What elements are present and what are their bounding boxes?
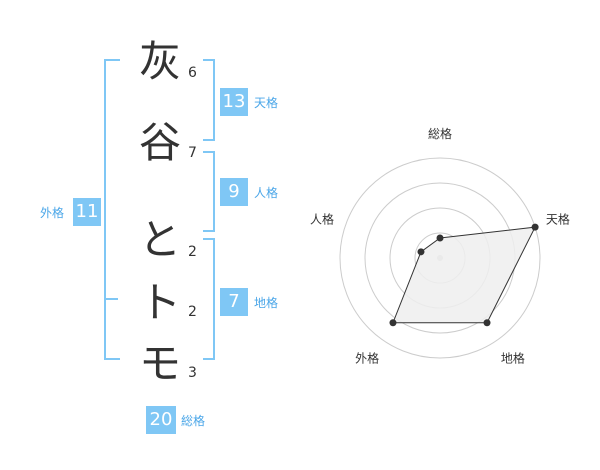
gaikaku-value: 11 [73, 198, 101, 226]
name-char-1: 灰 [138, 37, 181, 86]
radar-point [531, 223, 539, 231]
radar-point [389, 319, 397, 327]
radar-area [392, 226, 536, 324]
radar-grid-ring [339, 157, 541, 359]
tenkaku-bracket [203, 59, 215, 141]
radar-point [436, 234, 444, 242]
radar-point [483, 319, 491, 327]
jinkaku-value: 9 [220, 178, 248, 206]
gaikaku-bracket-mid [104, 298, 118, 300]
soukaku-value: 20 [146, 406, 176, 434]
chikaku-bracket [203, 238, 215, 360]
radar-axis-label: 地格 [501, 350, 525, 365]
stroke-count-5: 3 [188, 365, 197, 381]
stroke-count-1: 6 [188, 65, 197, 81]
chikaku-label: 地格 [254, 296, 279, 310]
radar-axis-label: 外格 [355, 350, 379, 365]
jinkaku-bracket [203, 151, 215, 232]
name-char-2: 谷 [138, 118, 181, 167]
soukaku-label: 総格 [181, 414, 206, 428]
radar-axis-label: 総格 [428, 126, 452, 141]
radar-axis-label: 天格 [546, 212, 570, 227]
name-char-5: モ [138, 339, 181, 388]
tenkaku-value: 13 [220, 88, 248, 116]
gaikaku-bracket [104, 59, 120, 360]
stroke-count-2: 7 [188, 145, 197, 161]
name-char-3: と [138, 215, 181, 264]
tenkaku-label: 天格 [254, 96, 279, 110]
stroke-count-4: 2 [188, 304, 197, 320]
jinkaku-label: 人格 [254, 186, 279, 200]
chikaku-value: 7 [220, 288, 248, 316]
stroke-count-3: 2 [188, 244, 197, 260]
radar-axis-label: 人格 [310, 212, 334, 227]
gaikaku-label: 外格 [40, 206, 65, 220]
name-char-4: ト [138, 278, 181, 327]
radar-point [417, 248, 425, 256]
